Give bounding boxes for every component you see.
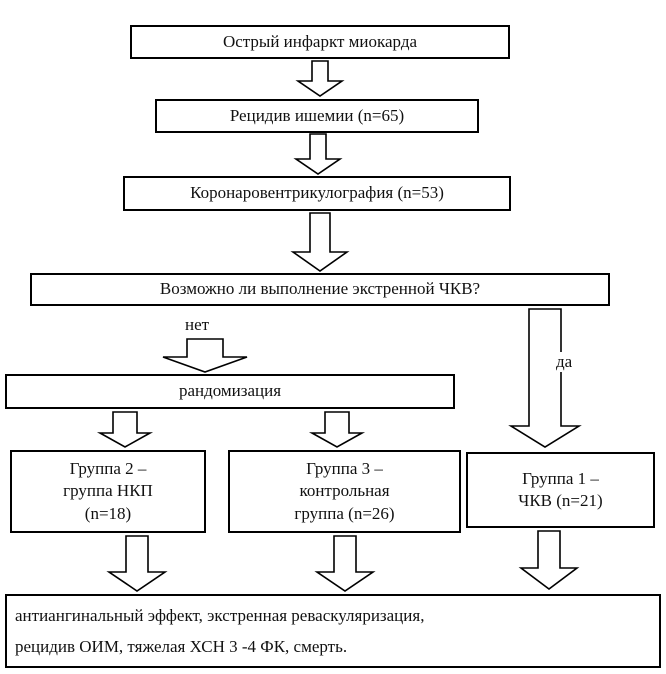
box-coronaroventriculography: Коронаровентрикулография (n=53) [123,176,511,211]
box-randomization: рандомизация [5,374,455,409]
arrow-randomization-to-group2 [96,411,154,448]
arrow-group3-to-outcomes [314,535,376,592]
arrow-yes-to-group1 [508,308,582,448]
arrow-top-to-recurrence [295,60,345,97]
box-group2-nkp: Группа 2 – группа НКП (n=18) [10,450,206,533]
arrow-coronary-to-question [290,212,350,272]
branch-label-no: нет [183,315,212,335]
box-group1-pci: Группа 1 – ЧКВ (n=21) [466,452,655,528]
branch-label-yes: да [554,352,575,372]
box-ischemia-recurrence: Рецидив ишемии (n=65) [155,99,479,133]
arrow-group1-to-outcomes [518,530,580,590]
box-pci-feasibility-question: Возможно ли выполнение экстренной ЧКВ? [30,273,610,306]
arrow-group2-to-outcomes [106,535,168,592]
arrow-randomization-to-group3 [308,411,366,448]
box-outcomes-endpoints: антиангинальный эффект, экстренная ревас… [5,594,661,668]
box-acute-mi: Острый инфаркт миокарда [130,25,510,59]
arrow-recurrence-to-coronary [293,133,343,175]
box-group3-control: Группа 3 – контрольная группа (n=26) [228,450,461,533]
arrow-no-to-randomization [162,338,248,373]
